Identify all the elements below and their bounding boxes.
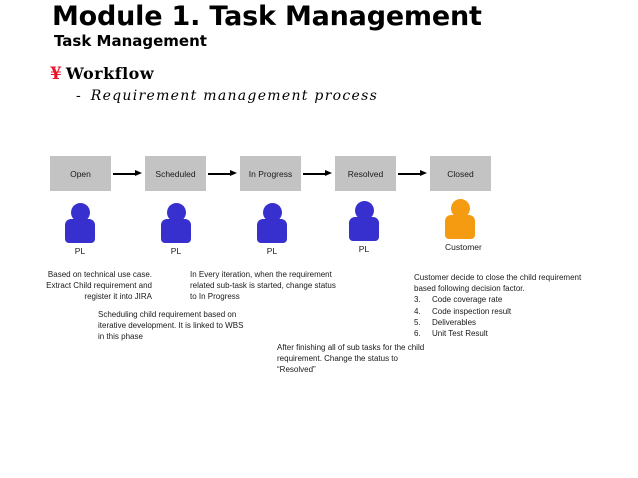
workflow-state-scheduled[interactable]: Scheduled bbox=[145, 156, 206, 191]
note-open-line2: Extract Child requirement and bbox=[46, 281, 152, 291]
person-body-icon bbox=[445, 215, 475, 239]
person-body-icon bbox=[257, 219, 287, 243]
person-head-icon bbox=[450, 199, 470, 218]
note-scheduled: Scheduling child requirement based on it… bbox=[98, 309, 298, 343]
decision-factor-label: Unit Test Result bbox=[432, 329, 488, 339]
person-head-icon bbox=[166, 203, 186, 222]
note-open-line1: Based on technical use case. bbox=[47, 270, 152, 279]
actor-role-label: Customer bbox=[445, 242, 482, 252]
actor-role-label: PL bbox=[170, 246, 182, 256]
process-subbullet: - Requirement management process bbox=[76, 88, 378, 104]
decision-factor-number: 5. bbox=[414, 317, 421, 327]
actor-scheduled: PL bbox=[161, 203, 191, 256]
actor-open: PL bbox=[65, 203, 95, 256]
note-scheduled-line1: Scheduling child requirement based on bbox=[98, 310, 237, 319]
decision-factor-label: Code coverage rate bbox=[432, 295, 503, 305]
note-closed-line1: Customer decide to close the child requi… bbox=[414, 273, 582, 282]
actor-role-label: PL bbox=[266, 246, 278, 256]
note-in-progress-line2: related sub-task is started, change stat… bbox=[190, 281, 336, 291]
note-open-line3: register it into JIRA bbox=[84, 292, 152, 302]
arrow-resolved-to-closed bbox=[398, 170, 427, 177]
decision-factor-label: Deliverables bbox=[432, 317, 477, 327]
decision-factor-list: 3. Code coverage rate 4. Code inspection… bbox=[414, 294, 629, 339]
note-in-progress-line1: In Every iteration, when the requirement bbox=[190, 270, 332, 279]
arrow-open-to-scheduled bbox=[113, 170, 142, 177]
decision-factor-number: 3. bbox=[414, 295, 421, 305]
person-body-icon bbox=[161, 219, 191, 243]
note-resolved-line3: “Resolved” bbox=[277, 365, 316, 375]
actor-resolved: PL bbox=[349, 201, 379, 254]
decision-factor-label: Code inspection result bbox=[432, 306, 512, 316]
person-head-icon bbox=[262, 203, 282, 222]
workflow-bullet: ¥ Workflow bbox=[50, 64, 154, 84]
note-in-progress-line3: to In Progress bbox=[190, 292, 240, 302]
actor-in-progress: PL bbox=[257, 203, 287, 256]
workflow-state-resolved[interactable]: Resolved bbox=[335, 156, 396, 191]
actor-role-label: PL bbox=[74, 246, 86, 256]
note-scheduled-line2: iterative development. It is linked to W… bbox=[98, 321, 244, 331]
decision-factor-number: 6. bbox=[414, 329, 421, 339]
dash-bullet-icon: - bbox=[76, 88, 81, 104]
note-in-progress: In Every iteration, when the requirement… bbox=[190, 269, 370, 303]
process-subbullet-label: Requirement management process bbox=[90, 88, 379, 104]
person-body-icon bbox=[65, 219, 95, 243]
actor-role-label: PL bbox=[358, 244, 370, 254]
person-head-icon bbox=[70, 203, 90, 222]
workflow-state-closed[interactable]: Closed bbox=[430, 156, 491, 191]
note-resolved-line2: requirement. Change the status to bbox=[277, 354, 398, 364]
decision-factor-number: 4. bbox=[414, 306, 421, 316]
arrow-scheduled-to-in-progress bbox=[208, 170, 237, 177]
actor-closed: Customer bbox=[445, 199, 482, 252]
person-body-icon bbox=[349, 217, 379, 241]
yen-bullet-icon: ¥ bbox=[50, 64, 62, 84]
workflow-state-in-progress[interactable]: In Progress bbox=[240, 156, 301, 191]
note-scheduled-line3: in this phase bbox=[98, 332, 143, 342]
workflow-state-open[interactable]: Open bbox=[50, 156, 111, 191]
note-closed: Customer decide to close the child requi… bbox=[414, 272, 629, 339]
person-head-icon bbox=[354, 201, 374, 220]
note-closed-line2: based following decision factor. bbox=[414, 284, 525, 294]
arrow-in-progress-to-resolved bbox=[303, 170, 332, 177]
page-title: Module 1. Task Management bbox=[52, 1, 482, 32]
note-open: Based on technical use case. Extract Chi… bbox=[6, 269, 152, 303]
workflow-bullet-label: Workflow bbox=[65, 64, 155, 83]
note-resolved-line1: After finishing all of sub tasks for the… bbox=[277, 343, 425, 352]
page-subtitle: Task Management bbox=[54, 32, 207, 50]
note-resolved: After finishing all of sub tasks for the… bbox=[277, 342, 467, 376]
